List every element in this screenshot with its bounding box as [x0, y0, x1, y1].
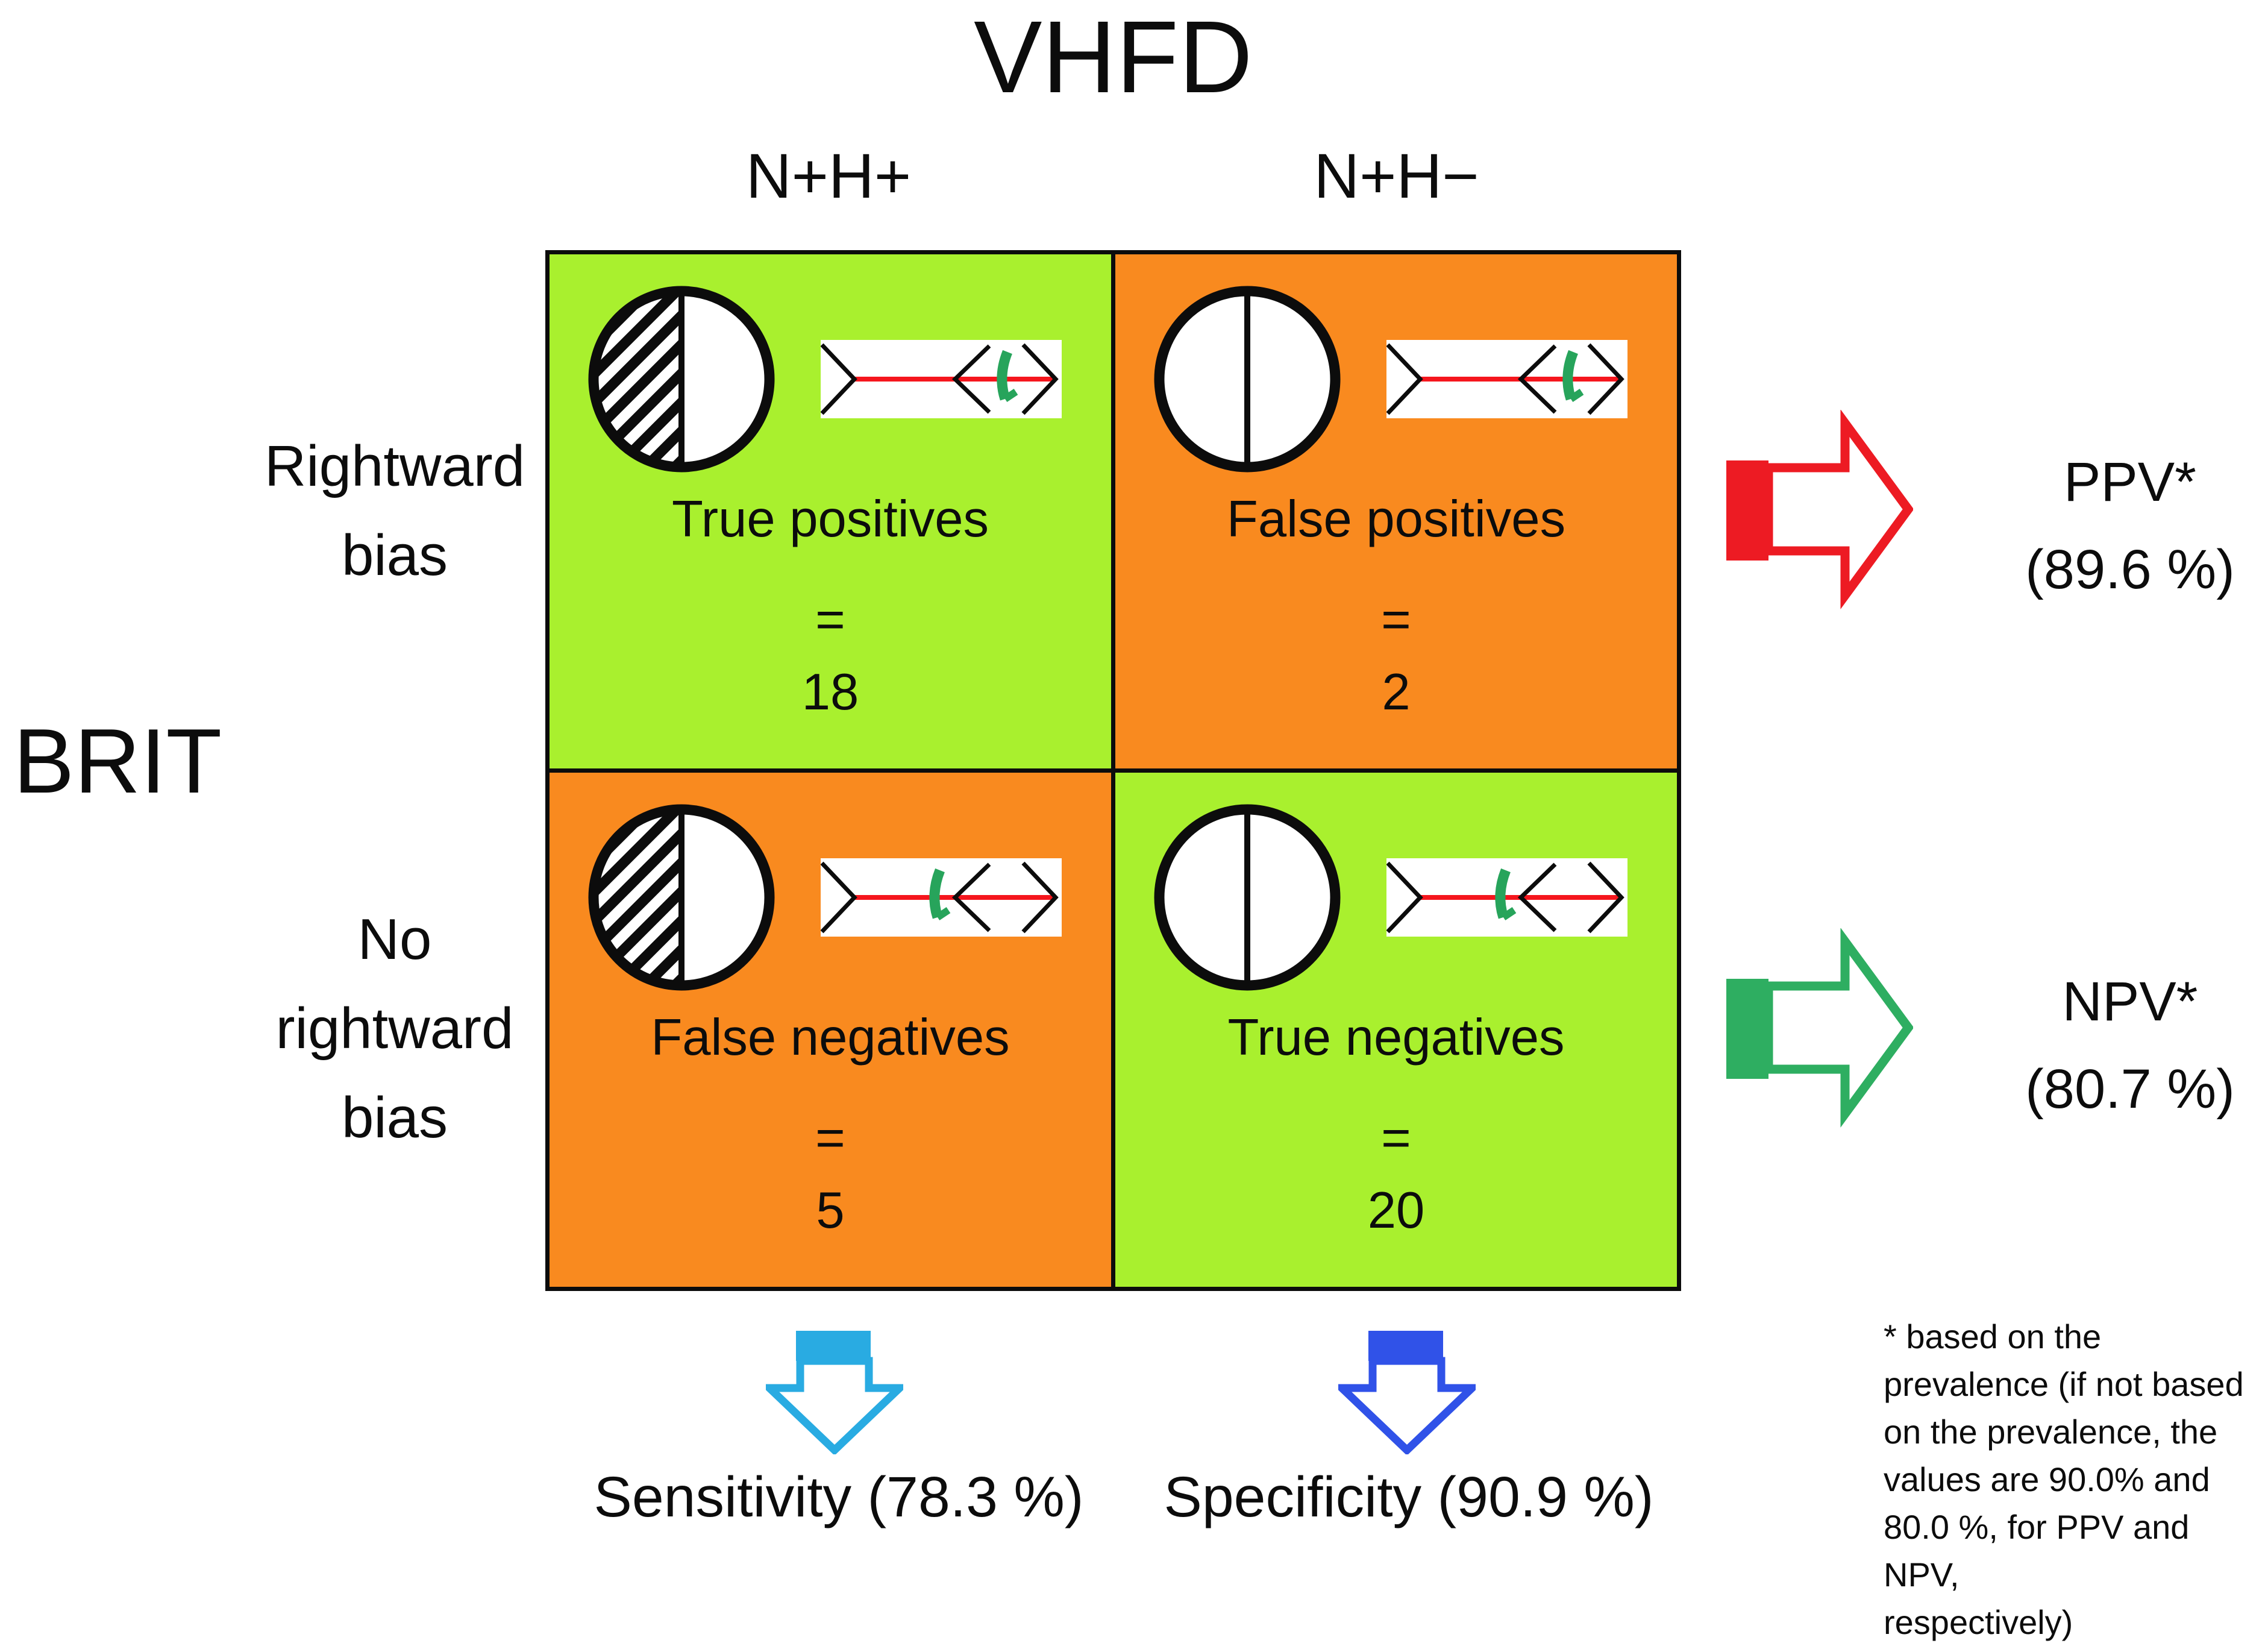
prevalence-footnote: * based on the prevalence (if not based … [1884, 1313, 2263, 1646]
equals-sign: = [1381, 1110, 1411, 1167]
row-label-line: No [357, 907, 432, 972]
cell-count: 20 [1367, 1182, 1425, 1239]
cell-label: True negatives [1227, 1009, 1565, 1066]
npv-right-arrow-icon [1726, 928, 1913, 1128]
line-bisection-right-mark-icon [821, 340, 1062, 418]
column-header-nh-plus: N+H+ [745, 141, 912, 212]
column-header-nh-minus: N+H− [1314, 141, 1479, 212]
cell-count: 18 [801, 664, 859, 721]
footnote-line: values are 90.0% and [1884, 1460, 2210, 1498]
specificity-down-arrow-icon [1338, 1331, 1476, 1454]
row-label-line: rightward [275, 996, 514, 1061]
cell-true-positives: True positives = 18 [550, 254, 1111, 768]
cell-true-negatives: True negatives = 20 [1115, 773, 1677, 1287]
plain-circle-icon [1154, 286, 1341, 473]
cell-label: False positives [1226, 491, 1566, 548]
row-label-line: Rightward [264, 434, 525, 498]
npv-title: NPV* [2062, 971, 2198, 1032]
cell-count: 2 [1382, 664, 1411, 721]
cell-false-negatives: False negatives = 5 [550, 773, 1111, 1287]
row-label-line: bias [341, 523, 448, 588]
sensitivity-down-arrow-icon [766, 1331, 903, 1454]
row-label-rightward-bias: Rightward bias [172, 422, 618, 600]
npv-value-label: NPV* (80.7 %) [1988, 958, 2268, 1133]
ppv-value-label: PPV* (89.6 %) [1988, 439, 2268, 614]
ppv-right-arrow-icon [1726, 410, 1913, 609]
specificity-value-label: Specificity (90.9 %) [1164, 1465, 1654, 1529]
left-hatched-circle-icon [588, 804, 775, 991]
cell-label: True positives [672, 491, 989, 548]
ppv-title: PPV* [2064, 451, 2196, 513]
row-label-no-rightward-bias: No rightward bias [172, 895, 618, 1163]
equals-sign: = [1381, 591, 1411, 649]
confusion-matrix-grid: True positives = 18 False positives = 2 [545, 250, 1681, 1291]
ppv-percentage: (89.6 %) [2025, 539, 2235, 600]
row-axis-title: BRIT [13, 710, 222, 812]
left-hatched-circle-icon [588, 286, 775, 473]
cell-count: 5 [816, 1182, 845, 1239]
row-label-line: bias [341, 1085, 448, 1150]
plain-circle-icon [1154, 804, 1341, 991]
footnote-line: on the prevalence, the [1884, 1413, 2218, 1451]
footnote-line: respectively) [1884, 1603, 2073, 1641]
footnote-line: * based on the [1884, 1318, 2102, 1355]
cell-label: False negatives [651, 1009, 1010, 1066]
line-bisection-center-mark-icon [1386, 858, 1627, 937]
footnote-line: prevalence (if not based [1884, 1365, 2244, 1403]
diagnostic-matrix-figure: { "title": "VHFD", "row_axis": "BRIT", "… [13, 0, 2268, 1641]
line-bisection-center-mark-icon [821, 858, 1062, 937]
equals-sign: = [815, 591, 845, 649]
column-axis-title: VHFD [974, 0, 1253, 115]
cell-false-positives: False positives = 2 [1115, 254, 1677, 768]
equals-sign: = [815, 1110, 845, 1167]
sensitivity-value-label: Sensitivity (78.3 %) [594, 1465, 1084, 1529]
line-bisection-right-mark-icon [1386, 340, 1627, 418]
npv-percentage: (80.7 %) [2025, 1058, 2235, 1120]
footnote-line: 80.0 %, for PPV and NPV, [1884, 1508, 2190, 1594]
